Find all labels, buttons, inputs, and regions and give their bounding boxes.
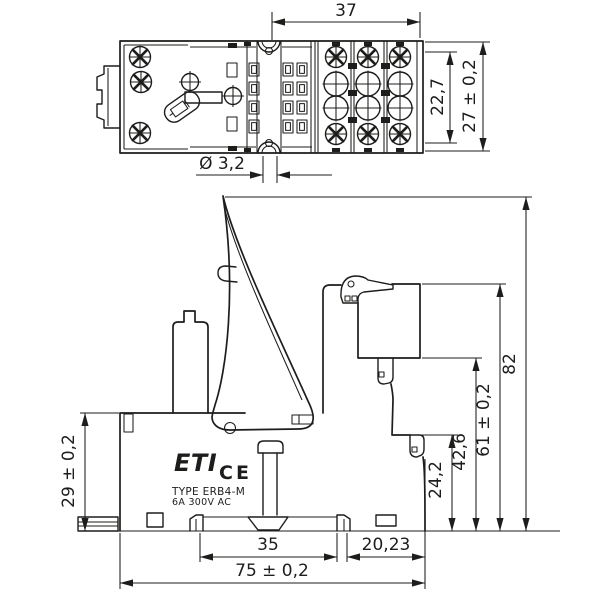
dim-rear-depth: 20,23 (362, 535, 411, 555)
dim-step-upper: 42,6 (450, 433, 470, 471)
dim-step-lower: 24,2 (426, 461, 446, 499)
side-view-dimensions: 29 ± 0,2 82 61 ± 0,2 42,6 24,2 35 20,23 (59, 196, 532, 589)
lever-pivot (223, 421, 237, 435)
rating-label: 6A 300V AC (172, 497, 231, 508)
ce-mark: CE (219, 462, 252, 484)
product-marking: ETI CE TYPE ERB4-M 6A 300V AC (171, 449, 252, 508)
dim-total-height: 82 (500, 353, 520, 375)
type-label: TYPE ERB4-M (171, 486, 245, 498)
dim-din-rail-width: 35 (257, 535, 279, 555)
dim-top-width: 37 (335, 1, 357, 21)
dim-screw-span: 22,7 (428, 78, 448, 116)
side-view-body (77, 195, 560, 532)
coil-area (128, 45, 245, 145)
mounting-hole-bottom (264, 138, 274, 148)
top-view-dimensions: 37 22,7 27 ± 0,2 Ø 3,2 (196, 1, 490, 183)
mounting-ear-strip (246, 40, 312, 154)
side-view: ETI CE TYPE ERB4-M 6A 300V AC 29 ± 0,2 8… (59, 195, 560, 589)
dim-base-height: 29 ± 0,2 (59, 434, 79, 508)
mounting-hole-top (264, 46, 274, 56)
top-view: 37 22,7 27 ± 0,2 Ø 3,2 (96, 1, 490, 183)
terminal-block (314, 41, 418, 153)
dim-hole-diameter: Ø 3,2 (199, 154, 245, 174)
brand-logo: ETI (174, 449, 217, 477)
dim-top-height: 27 ± 0,2 (460, 59, 480, 133)
dim-total-width: 75 ± 0,2 (235, 561, 309, 581)
dim-terminal-height: 61 ± 0,2 (474, 383, 494, 457)
